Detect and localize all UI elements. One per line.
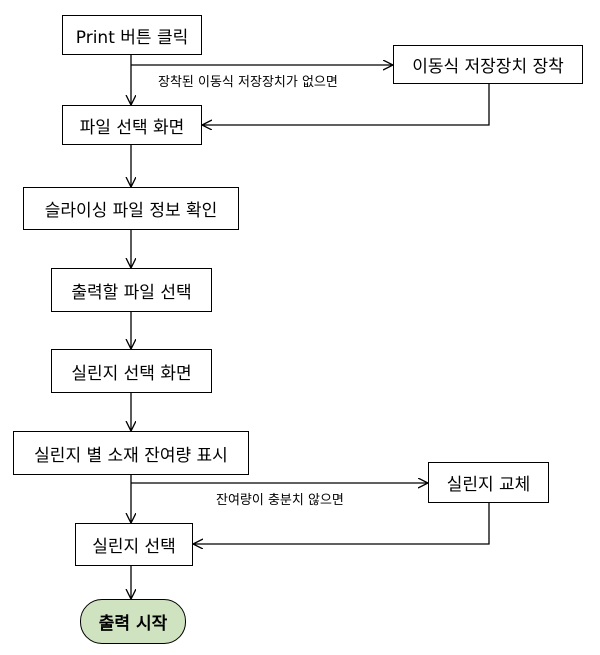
condition-insufficient: 잔여량이 충분치 않으면 [216,493,344,508]
arrow-replace-to-select [193,503,490,544]
arrow-storage-to-file-select [202,84,490,125]
step-insert-storage: 이동식 저장장치 장착 [393,45,583,84]
step-select-output-file: 출력할 파일 선택 [51,268,212,312]
step-label: 실린지 선택 [92,537,176,557]
step-label: 실린지 교체 [446,475,531,495]
step-label: Print 버튼 클릭 [75,27,189,48]
condition-no-storage: 장착된 이동식 저장장치가 없으면 [158,75,338,90]
step-show-remaining: 실린지 별 소재 잔여량 표시 [13,431,249,475]
step-label: 이동식 저장장치 장착 [412,57,564,77]
step-select-cylinder: 실린지 선택 [75,523,193,566]
step-label: 출력 시작 [98,614,168,634]
step-label: 슬라이싱 파일 정보 확인 [44,201,218,221]
step-label: 실린지 별 소재 잔여량 표시 [34,445,228,466]
step-file-select-screen: 파일 선택 화면 [62,105,202,145]
step-print-button: Print 버튼 클릭 [62,15,202,55]
step-label: 파일 선택 화면 [79,117,185,138]
step-start-output: 출력 시작 [80,599,186,644]
step-replace-cylinder: 실린지 교체 [428,462,549,503]
step-cylinder-screen: 실린지 선택 화면 [51,349,212,393]
step-slicing-info: 슬라이싱 파일 정보 확인 [23,187,239,230]
step-label: 실린지 선택 화면 [71,363,192,384]
step-label: 출력할 파일 선택 [71,282,192,303]
